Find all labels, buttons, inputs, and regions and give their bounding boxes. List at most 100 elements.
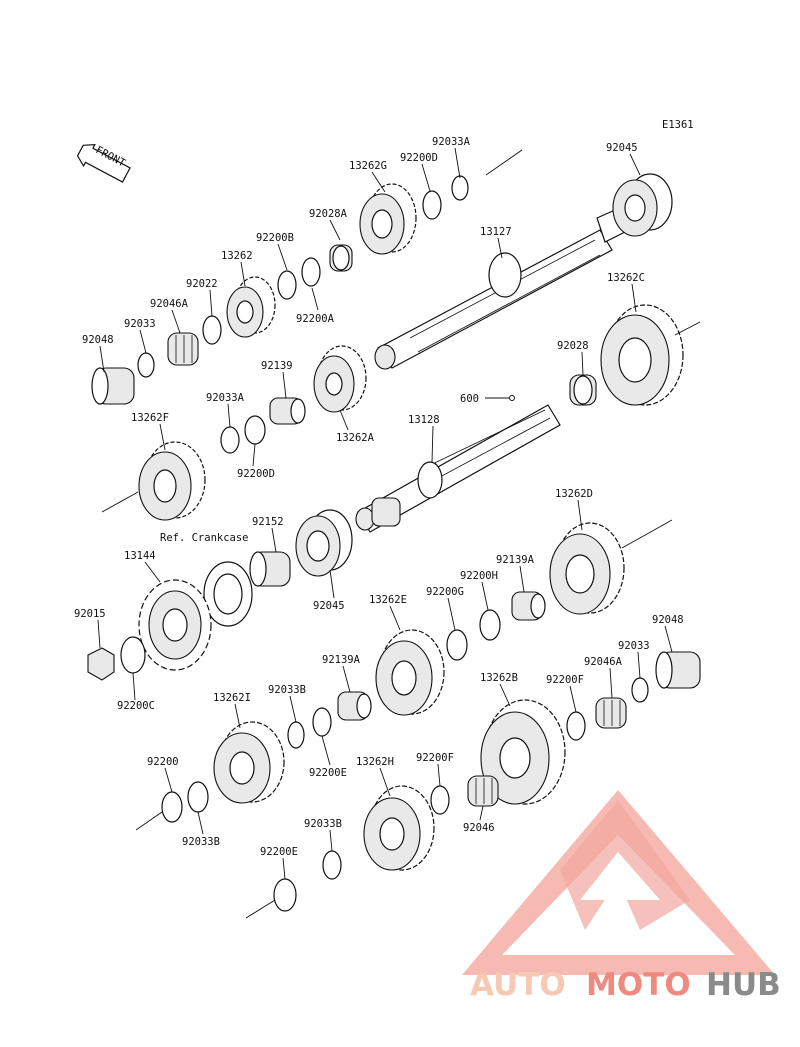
label-92028: 92028 xyxy=(557,340,589,352)
label-92033A-mid: 92033A xyxy=(206,392,245,404)
washer-92200D-mid xyxy=(244,415,266,445)
washer-92022 xyxy=(202,315,222,345)
circlip-92033A-mid xyxy=(220,426,240,454)
washer-92200B xyxy=(277,270,297,300)
label-92033B-mid: 92033B xyxy=(268,684,306,696)
washer-92200F-low xyxy=(430,785,450,815)
label-13144: 13144 xyxy=(124,550,156,562)
label-92046: 92046 xyxy=(463,822,495,834)
watermark-text-hub: HUB xyxy=(706,967,781,1003)
gear-13262I xyxy=(213,721,285,804)
gear-13262E xyxy=(375,629,445,716)
gear-13262 xyxy=(226,276,276,338)
washer-92200E-mid xyxy=(312,707,332,737)
label-92200G: 92200G xyxy=(426,586,464,598)
label-92033-right: 92033 xyxy=(618,640,650,652)
label-92200E-mid: 92200E xyxy=(309,767,347,779)
circlip-92033-top xyxy=(137,352,155,378)
automotohub-logo xyxy=(462,790,775,975)
label-92022: 92022 xyxy=(186,278,218,290)
axis-line-top xyxy=(485,149,523,176)
label-13262A: 13262A xyxy=(336,432,375,444)
label-92048-right: 92048 xyxy=(652,614,684,626)
bearing-92045-mid xyxy=(295,509,353,577)
label-92033B-bottom: 92033B xyxy=(304,818,342,830)
axis-line-bottom xyxy=(245,899,276,919)
washer-92200G xyxy=(446,629,468,661)
washer-92200H xyxy=(479,609,501,641)
ref-crankcase-note: Ref. Crankcase xyxy=(160,532,249,544)
circlip-92033B-mid xyxy=(287,721,305,749)
label-92200: 92200 xyxy=(147,756,179,768)
label-92045-top: 92045 xyxy=(606,142,638,154)
washer-92200E-bottom xyxy=(273,878,297,912)
label-13262B: 13262B xyxy=(480,672,518,684)
label-92200D-mid: 92200D xyxy=(237,468,275,480)
washer-92200A xyxy=(301,257,321,287)
shaft-13127 xyxy=(374,209,626,370)
nut-92015 xyxy=(87,647,115,681)
label-92033B-low: 92033B xyxy=(182,836,220,848)
circlip-92033B-low xyxy=(187,781,209,813)
label-13262C: 13262C xyxy=(607,272,645,284)
bushing-92139A-mid xyxy=(337,691,372,721)
label-13128: 13128 xyxy=(408,414,440,426)
needle-bearing-92046A-right xyxy=(595,697,627,729)
collar-92048-right xyxy=(655,651,701,689)
circlip-92033B-bottom xyxy=(322,850,342,880)
label-92033-top: 92033 xyxy=(124,318,156,330)
label-13262E: 13262E xyxy=(369,594,407,606)
label-92139: 92139 xyxy=(261,360,293,372)
gear-13262H xyxy=(363,785,435,871)
label-92015: 92015 xyxy=(74,608,106,620)
shaft-13128 xyxy=(355,404,561,533)
gear-13262C xyxy=(600,304,701,406)
front-arrow-icon xyxy=(76,144,131,183)
label-92046A-top: 92046A xyxy=(150,298,189,310)
washer-92200C xyxy=(120,636,146,674)
label-13262G: 13262G xyxy=(349,160,387,172)
needle-bearing-92046A-top xyxy=(167,332,199,366)
bushing-92139A-right xyxy=(511,591,546,621)
axis-line-left xyxy=(135,811,163,831)
crankcase-ring xyxy=(203,561,253,627)
gear-13262G xyxy=(359,183,417,255)
gear-13262D xyxy=(549,519,673,615)
washer-92200 xyxy=(161,791,183,823)
gear-13262B xyxy=(480,699,566,805)
washer-92200F-top xyxy=(566,711,586,741)
label-13262H: 13262H xyxy=(356,756,394,768)
label-13262: 13262 xyxy=(221,250,253,262)
collar-92152 xyxy=(249,551,291,587)
label-13262F: 13262F xyxy=(131,412,169,424)
gear-13262F xyxy=(101,441,206,521)
leader-lines xyxy=(97,147,673,880)
label-600: 600 xyxy=(460,393,479,405)
watermark-text-moto: MOTO xyxy=(586,967,691,1003)
label-92200D-top: 92200D xyxy=(400,152,438,164)
diagram-code: E1361 xyxy=(662,119,694,131)
watermark-text-auto: AUTO xyxy=(470,967,566,1003)
bushing-92028A xyxy=(329,244,353,272)
label-92200A: 92200A xyxy=(296,313,335,325)
label-92152: 92152 xyxy=(252,516,284,528)
needle-bearing-92046 xyxy=(467,775,499,807)
label-13262I: 13262I xyxy=(213,692,251,704)
label-92033A-top: 92033A xyxy=(432,136,471,148)
collar-92048-top xyxy=(91,367,135,405)
circlip-92033A-top xyxy=(451,175,469,201)
label-92200F-low: 92200F xyxy=(416,752,454,764)
label-92200B: 92200B xyxy=(256,232,294,244)
label-92028A: 92028A xyxy=(309,208,348,220)
label-92045-mid: 92045 xyxy=(313,600,345,612)
label-92200F-top: 92200F xyxy=(546,674,584,686)
label-92139A-right: 92139A xyxy=(496,554,535,566)
label-13127: 13127 xyxy=(480,226,512,238)
sprocket-13144 xyxy=(138,579,212,671)
bearing-92045-top xyxy=(612,173,673,237)
bushing-92028 xyxy=(569,374,597,406)
gear-13262A xyxy=(313,345,367,413)
part-600-point xyxy=(509,395,515,401)
label-92046A-right: 92046A xyxy=(584,656,623,668)
